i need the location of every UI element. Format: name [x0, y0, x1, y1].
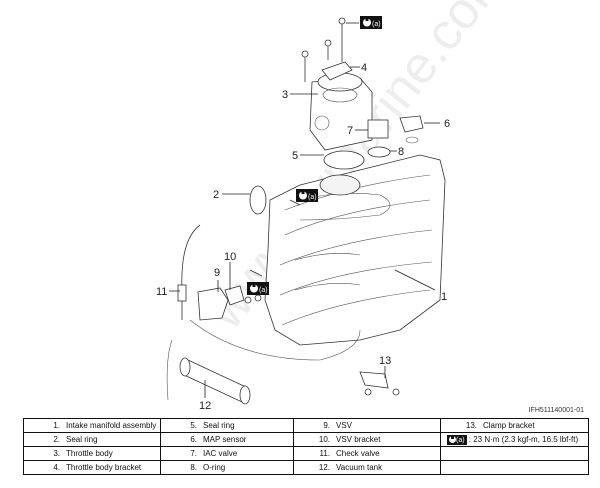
torque-badge-mid: (a) [296, 189, 318, 202]
item-number: 11. [319, 449, 330, 458]
item-label: Throttle body [66, 449, 113, 458]
item-label: Intake manifold assembly [66, 421, 157, 430]
exploded-diagram: 1 2 3 4 5 6 7 8 9 10 11 12 13 (a) (a) (a… [156, 16, 450, 410]
item-label: O-ring [203, 463, 226, 472]
item-number: 13. [465, 421, 477, 430]
callout-11: 11 [156, 286, 167, 298]
map-sensor [399, 115, 424, 133]
callout-8: 8 [398, 146, 404, 158]
svg-text:(a): (a) [308, 194, 317, 201]
hose [181, 224, 201, 320]
throttle-body [309, 72, 373, 151]
callout-7: 7 [347, 125, 353, 137]
item-number: 8. [190, 463, 197, 472]
callout-2: 2 [213, 189, 219, 201]
item-number: 9. [323, 421, 330, 430]
item-number: 12. [318, 463, 330, 472]
callout-3: 3 [282, 89, 288, 101]
item-number: 4. [53, 463, 60, 472]
table-row: 2.Seal ring 6.MAP sensor 10.VSV bracket … [23, 432, 589, 447]
callout-6: 6 [444, 118, 450, 130]
parts-legend-table: 1. Intake manifold assembly 5. Seal ring 9… [23, 418, 589, 475]
table-row: 4. Throttle body bracket 8. O-ring 12. Vacu… [23, 460, 589, 475]
svg-text:(a): (a) [372, 21, 381, 28]
callout-9: 9 [214, 267, 220, 279]
callout-4: 4 [361, 62, 367, 74]
o-ring [367, 146, 391, 158]
item-label: MAP sensor [203, 435, 247, 444]
item-number: 1. [53, 421, 60, 430]
item-number: 7. [190, 449, 197, 458]
item-label: IAC valve [203, 449, 238, 458]
table-row: 1. Intake manifold assembly 5. Seal ring 9… [23, 418, 589, 433]
vsv-bracket [224, 285, 245, 306]
callout-13: 13 [379, 355, 391, 367]
table-row: 3. Throttle body 7. IAC valve 11. Check val… [23, 446, 589, 461]
item-number: 10. [318, 435, 330, 444]
figure-id: IFH511140001-01 [528, 407, 584, 414]
item-number: 2. [53, 435, 60, 444]
seal-ring-2 [249, 185, 267, 215]
item-label: Seal ring [66, 435, 98, 444]
item-label: VSV [336, 421, 353, 430]
vacuum-tank [179, 357, 251, 405]
item-number: 3. [53, 449, 60, 458]
item-label: Clamp bracket [483, 421, 535, 430]
torque-badge-top: (a) [360, 16, 382, 29]
callout-5: 5 [292, 150, 298, 162]
torque-spec: 23 N·m (2.3 kgf-m, 16.5 lbf-ft) [473, 435, 579, 444]
callout-1: 1 [441, 291, 447, 303]
torque-badge-low: (a) [247, 282, 269, 295]
vsv [197, 287, 229, 321]
svg-text:(a): (a) [259, 287, 268, 294]
iac-valve [367, 119, 389, 139]
item-label: Seal ring [203, 421, 235, 430]
torque-icon: (a) [447, 434, 467, 445]
callout-10: 10 [224, 251, 236, 263]
callout-12: 12 [199, 400, 211, 410]
item-number: 5. [190, 421, 197, 430]
throttle-body-bracket [321, 61, 353, 81]
seal-ring-5 [323, 150, 365, 170]
item-label: Vacuum tank [336, 463, 383, 472]
item-label: Throttle body bracket [66, 463, 142, 472]
item-label: Check valve [336, 449, 380, 458]
item-label: VSV bracket [336, 435, 381, 444]
item-number: 6. [190, 435, 197, 444]
clamp-bracket [359, 371, 389, 389]
intake-manifold [264, 154, 446, 346]
bolts [249, 17, 346, 277]
check-valve [177, 284, 187, 302]
leader-lines [169, 22, 440, 398]
